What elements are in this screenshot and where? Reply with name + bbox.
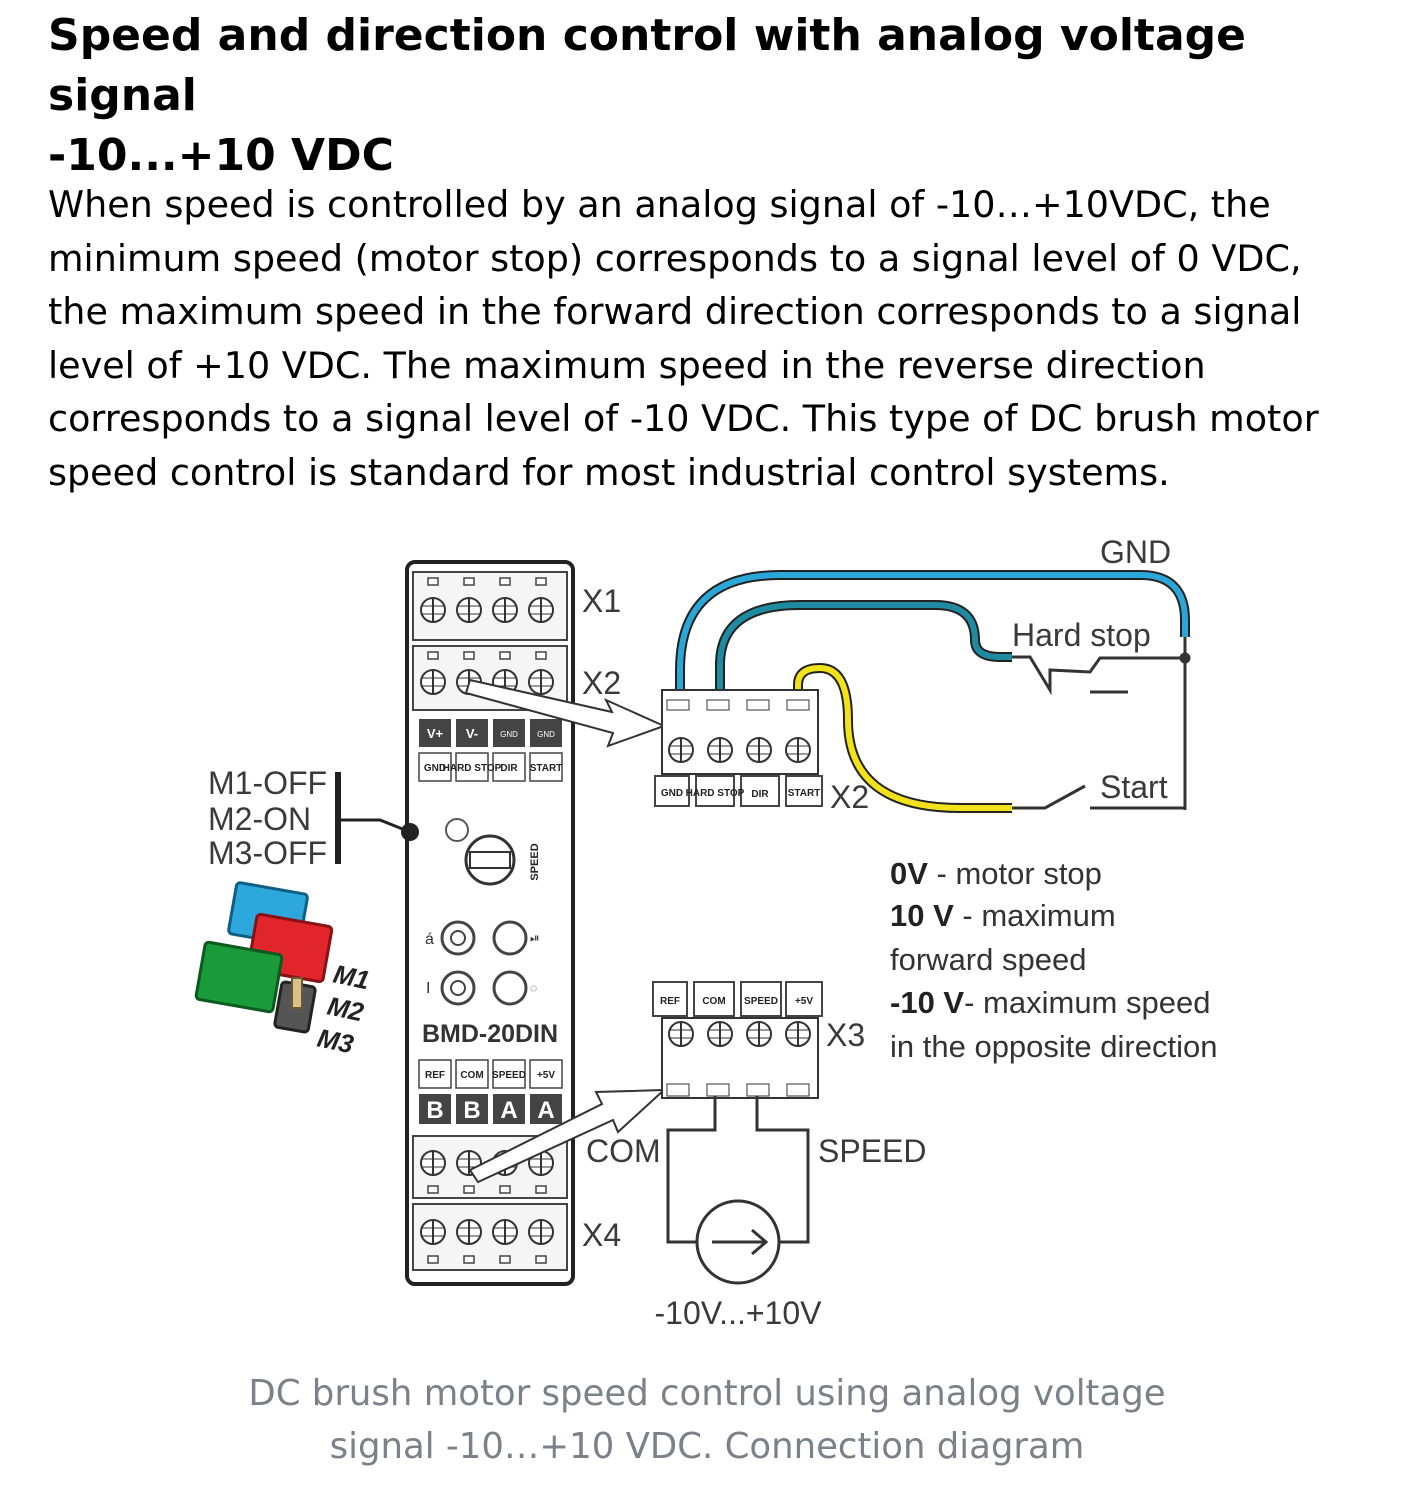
paragraph-line: minimum speed (motor stop) corresponds t… — [48, 236, 1302, 280]
x2-callout-arrow — [464, 678, 667, 748]
paragraph-line: speed control is standard for most indus… — [48, 450, 1170, 494]
label-v-plus: V+ — [427, 726, 444, 741]
x3-external-connector: REF COM SPEED +5V — [652, 981, 823, 1099]
svg-text:GND: GND — [424, 763, 446, 774]
jumper-m2-label: M2 — [325, 991, 367, 1028]
x1-label: X1 — [582, 583, 621, 619]
control-terminal-labels: GND HARD STOP DIR START — [418, 752, 563, 782]
analog-terminal-labels: REF COM SPEED +5V — [418, 1059, 563, 1089]
x2-dir-label: DIR — [751, 789, 769, 800]
x2-connector-label: X2 — [830, 779, 869, 815]
x3-ref-label: REF — [660, 996, 680, 1007]
speed-knob: SPEED — [464, 834, 541, 886]
jumper-m1-label: M1 — [331, 959, 373, 996]
svg-text:REF: REF — [425, 1070, 445, 1081]
svg-text:⏯: ⏯ — [530, 931, 540, 945]
speed-label: SPEED — [818, 1133, 926, 1169]
svg-text:SPEED: SPEED — [492, 1070, 526, 1081]
x2-external-connector: GND HARD STOP DIR START — [654, 689, 823, 807]
svg-text:10 V - maximum: 10 V - maximum — [890, 898, 1116, 933]
svg-text:0V - motor stop: 0V - motor stop — [890, 856, 1102, 891]
jumper-illustration: M1 M2 M3 — [194, 881, 373, 1060]
caption-line-1: DC brush motor speed control using analo… — [248, 1373, 1166, 1414]
svg-text:á: á — [425, 931, 434, 948]
motor-terminal-labels: B B A A — [419, 1094, 562, 1124]
x3-callout-arrow — [468, 1088, 667, 1184]
hard-stop-switch — [1012, 637, 1191, 810]
x4-terminal-block — [412, 1203, 568, 1271]
svg-text:forward speed: forward speed — [890, 942, 1086, 977]
svg-text:A: A — [537, 1097, 554, 1124]
connection-diagram: V+ V- GND GND GND HARD STOP DIR START SP… — [194, 534, 1217, 1331]
jumper-settings-label: M1-OFF M2-ON M3-OFF — [208, 765, 419, 871]
x3-5v-label: +5V — [795, 996, 813, 1007]
start-label: Start — [1100, 769, 1168, 805]
description-paragraph: When speed is controlled by an analog si… — [48, 178, 1388, 499]
svg-text:in the opposite direction: in the opposite direction — [890, 1029, 1217, 1064]
x2-start-label: START — [788, 788, 821, 799]
svg-text:◌: ◌ — [530, 981, 537, 995]
speed-knob-label: SPEED — [529, 843, 541, 880]
heading-line-1: Speed and direction control with analog … — [48, 10, 1246, 121]
svg-text:M1-OFF: M1-OFF — [208, 765, 327, 801]
status-led — [445, 818, 469, 842]
svg-text:I: I — [426, 980, 430, 997]
voltage-source-label: -10V...+10V — [655, 1295, 823, 1331]
start-switch — [1012, 784, 1185, 810]
x2-hard-stop-label: HARD STOP — [686, 788, 745, 799]
x3-connector-label: X3 — [826, 1017, 865, 1053]
svg-text:M2-ON: M2-ON — [208, 801, 311, 837]
x2-label: X2 — [582, 665, 621, 701]
heading-line-2: -10...+10 VDC — [48, 130, 394, 181]
power-terminal-labels: V+ V- GND GND — [419, 719, 562, 747]
label-gnd: GND — [537, 730, 555, 739]
svg-text:DIR: DIR — [500, 763, 518, 774]
hard-stop-label: Hard stop — [1012, 617, 1151, 653]
label-gnd: GND — [500, 730, 518, 739]
bmd-20din-module: V+ V- GND GND GND HARD STOP DIR START SP… — [405, 560, 575, 1286]
svg-text:+5V: +5V — [537, 1070, 555, 1081]
svg-text:B: B — [463, 1097, 480, 1124]
svg-text:-10 V- maximum speed: -10 V- maximum speed — [890, 985, 1210, 1020]
x3-speed-label: SPEED — [744, 996, 778, 1007]
voltage-source-circuit — [666, 1096, 810, 1285]
page-heading: Speed and direction control with analog … — [48, 6, 1388, 186]
control-buttons: á ⏯ I ◌ — [425, 920, 540, 1006]
device-model-label: BMD-20DIN — [422, 1020, 558, 1048]
com-label: COM — [586, 1133, 661, 1169]
paragraph-line: When speed is controlled by an analog si… — [48, 183, 1271, 226]
voltage-notes: 0V - motor stop 10 V - maximum forward s… — [890, 856, 1217, 1064]
figure-caption: DC brush motor speed control using analo… — [0, 1367, 1414, 1473]
caption-line-2: signal -10…+10 VDC. Connection diagram — [329, 1426, 1085, 1467]
x1-terminal-block — [412, 571, 568, 641]
jumper-m3-label: M3 — [315, 1023, 357, 1060]
paragraph-line: the maximum speed in the forward directi… — [48, 290, 1302, 333]
gnd-wire-label: GND — [1100, 534, 1171, 570]
x2-gnd-label: GND — [661, 788, 683, 799]
svg-text:HARD STOP: HARD STOP — [443, 763, 502, 774]
x4-label: X4 — [582, 1217, 621, 1253]
paragraph-line: corresponds to a signal level of -10 VDC… — [48, 397, 1319, 440]
x3-com-label: COM — [702, 996, 725, 1007]
paragraph-line: level of +10 VDC. The maximum speed in t… — [48, 343, 1206, 387]
svg-text:B: B — [426, 1097, 443, 1124]
label-v-minus: V- — [466, 726, 478, 741]
svg-text:START: START — [530, 763, 563, 774]
svg-text:A: A — [500, 1097, 517, 1124]
svg-text:COM: COM — [460, 1070, 483, 1081]
svg-text:M3-OFF: M3-OFF — [208, 835, 327, 871]
